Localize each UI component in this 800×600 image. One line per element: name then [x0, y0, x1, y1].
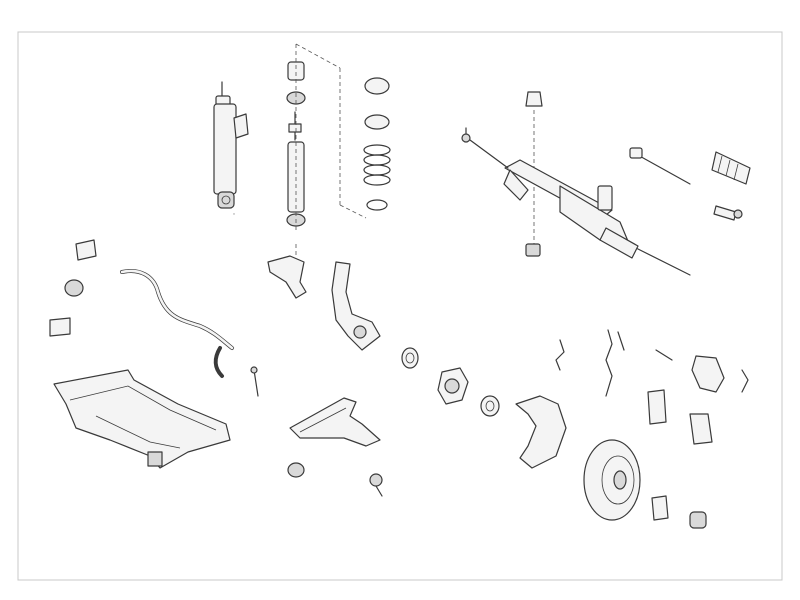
steering-knuckle: [331, 261, 381, 351]
tie-rod-end-right: [713, 205, 743, 221]
strut-mount-bumpers: [286, 43, 341, 230]
coil-spring-set: [339, 68, 391, 219]
steering-boot: [711, 151, 751, 185]
stabilizer-link: [250, 366, 259, 397]
subframe: [53, 369, 231, 469]
stabilizer-bushings: [49, 239, 97, 337]
wear-sensors: [655, 349, 749, 393]
brake-disc: [583, 439, 641, 521]
tie-rod-end-left: [461, 127, 471, 143]
brake-pads: [651, 413, 713, 529]
diagram-frame: [17, 31, 783, 581]
tie-rod-inner: [629, 147, 691, 185]
wheel-hub: [437, 367, 500, 417]
shock-absorber-left: [213, 81, 249, 209]
wheel-bearing: [401, 347, 419, 369]
control-arm-upper: [267, 244, 307, 299]
brake-dust-shield: [515, 395, 567, 469]
stabilizer-bar: [120, 269, 234, 378]
control-arm-bushing: [287, 462, 305, 478]
steering-rack: [469, 91, 691, 276]
brake-hoses: [555, 329, 625, 397]
ball-joint: [369, 473, 383, 497]
control-arm-lower: [289, 397, 381, 447]
brake-caliper: [647, 355, 725, 425]
